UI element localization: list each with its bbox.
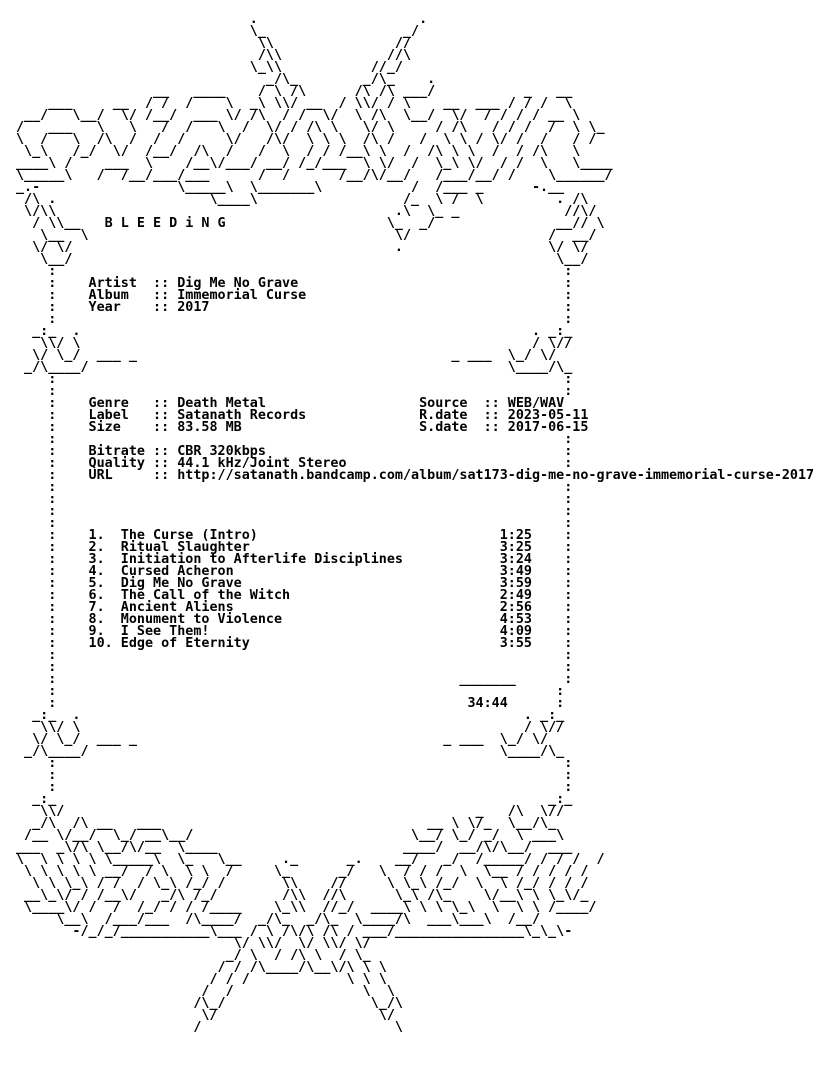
- nfo-line: : :: [16, 372, 573, 387]
- nfo-line: /\ . \____\ /_ \ / \ . /\: [16, 192, 589, 207]
- nfo-line: \_\\ //_/: [16, 60, 403, 75]
- nfo-line: : Year :: 2017 :: [16, 300, 573, 315]
- nfo-line: : :: [16, 684, 565, 699]
- nfo-line: : :: [16, 492, 573, 507]
- nfo-line: : :: [16, 384, 573, 399]
- nfo-line: : :: [16, 504, 573, 519]
- nfo-line: \\ //: [16, 36, 412, 51]
- nfo-line: -/_/_/___________\___ / \ /\/\ /\ / ___/…: [16, 924, 573, 939]
- nfo-line: : :: [16, 756, 573, 771]
- nfo-line: /__ \/__/ \_/ __\__/ \__/ \_/ _/ \ ___\: [16, 828, 565, 843]
- nfo-line: / / / \ \ \: [16, 972, 387, 987]
- nfo-line: : 10. Edge of Eternity 3:55 :: [16, 636, 573, 651]
- nfo-line: \ \ \ \ \ __/ / \ \ \ / \_ _/ \ / / / \ …: [16, 864, 589, 879]
- nfo-line: \\/ _ /\ \//: [16, 804, 565, 819]
- nfo-line: \ / \ /\ / / / \/ /\/ \ \ \ /\ / / \ \ /…: [16, 132, 597, 147]
- nfo-line: : 34:44 :: [16, 696, 565, 711]
- nfo-line: : _______ :: [16, 672, 573, 687]
- nfo-line: : Size :: 83.58 MB S.date :: 2017-06-15: [16, 420, 589, 435]
- nfo-line: _:_ . . _:_: [16, 708, 565, 723]
- nfo-line: _/\_ _/\_ .: [16, 72, 436, 87]
- nfo-line: ____\ / ___ \ /__\/___/ __/ /_/___ \ \/ …: [16, 156, 613, 171]
- nfo-line: : 5. Dig Me No Grave 3:59 :: [16, 576, 573, 591]
- nfo-line: __/ \__/ \/ /__/ ___ \/ /\ / / \/ \ /\ \…: [16, 108, 581, 123]
- nfo-line: \_____\ / /__/___/___ / / /__/\/__/ /___…: [16, 168, 613, 183]
- nfo-line: : 9. I See Them! 4:09 :: [16, 624, 573, 639]
- nfo-line: : 1. The Curse (Intro) 1:25 :: [16, 528, 573, 543]
- nfo-line: : Bitrate :: CBR 320kbps :: [16, 444, 573, 459]
- nfo-line: : Label :: Satanath Records R.date :: 20…: [16, 408, 589, 423]
- nfo-line: : 4. Cursed Acheron 3:49 :: [16, 564, 573, 579]
- nfo-line: : :: [16, 648, 573, 663]
- nfo-line: \__ \ \/ / __/: [16, 228, 597, 243]
- nfo-line: : Artist :: Dig Me No Grave :: [16, 276, 573, 291]
- nfo-line: : 8. Monument to Violence 4:53 :: [16, 612, 573, 627]
- nfo-line: \/ \/ . \/ \/: [16, 240, 589, 255]
- nfo-line: / / /\____/\__\/\ \ \: [16, 960, 387, 975]
- nfo-line: /\_/ \_/\: [16, 996, 403, 1011]
- nfo-line: /\\ //\: [16, 48, 412, 63]
- nfo-line: \ \ \_\ / / / \_\ /_/ / \\ // \ \_\ /_/ …: [16, 876, 589, 891]
- nfo-line: : 3. Initiation to Afterlife Disciplines…: [16, 552, 573, 567]
- nfo-line: : :: [16, 768, 573, 783]
- nfo-line: \____\/ / / /_/ / / /____ \_\\ //_/ ____…: [16, 900, 597, 915]
- nfo-line: : :: [16, 264, 573, 279]
- nfo-line: : 7. Ancient Aliens 2:56 :: [16, 600, 573, 615]
- nfo-line: : :: [16, 480, 573, 495]
- nfo-line: \__\ /___/___ /\____/ _/\_ _/\_ \____/\ …: [16, 912, 541, 927]
- nfo-line: / / \ \: [16, 984, 395, 999]
- nfo-line: : 6. The Call of the Witch 2:49 :: [16, 588, 573, 603]
- nfo-line: : :: [16, 780, 573, 795]
- nfo-line: \__/ \__/: [16, 252, 589, 267]
- nfo-line: / ___ \ \ / / \ / \/ / /\ \ \/ \ / /\ / …: [16, 120, 605, 135]
- nfo-line: \_ _/: [16, 24, 420, 39]
- nfo-line: __ ____ / \ /\ /\ /\ ___/ _ __: [16, 84, 573, 99]
- nfo-line: _/\____/ \____/\_: [16, 360, 573, 375]
- nfo-line: : Quality :: 44.1 kHz/Joint Stereo :: [16, 456, 573, 471]
- nfo-line: \/ \_/ ___ _ _ ___ \_/ \/: [16, 348, 557, 363]
- nfo-line: : :: [16, 312, 573, 327]
- nfo-line: : Genre :: Death Metal Source :: WEB/WAV: [16, 396, 565, 411]
- nfo-line: __\_\/ / /__\/ _/\ /_/ /\\ //\ \_\ /\_ \…: [16, 888, 589, 903]
- nfo-line: ___ __ / / / \ _\ \\/ __ / \\/ / \ __ __…: [16, 96, 573, 111]
- nfo-line: : URL :: http://satanath.bandcamp.com/al…: [16, 468, 815, 483]
- nfo-line: : :: [16, 432, 573, 447]
- nfo-line: . .: [16, 12, 428, 27]
- nfo-line: _.- \_____\ \_______\ / /___ _ -.__: [16, 180, 565, 195]
- nfo-line: _/\ /\ __ ___ __ \ \/_ \__/\_: [16, 816, 557, 831]
- nfo-line: \/ \/: [16, 1008, 395, 1023]
- nfo-line: : Album :: Immemorial Curse :: [16, 288, 573, 303]
- nfo-line: \/ \_/ ___ _ _ ___ \_/ \/: [16, 732, 549, 747]
- nfo-line: \_\ /_/ \/ /__/ /\ / / \ / / /__\ \ / /\…: [16, 144, 581, 159]
- nfo-line: \\/ \ / \//: [16, 720, 565, 735]
- nfo-line: / \\__ B L E E D i N G \_ _/ __// \: [16, 216, 605, 231]
- nfo-line: _/\____/ \____/\_: [16, 744, 565, 759]
- nfo-line: / \: [16, 1020, 403, 1035]
- nfo-line: \\/ \ / \//: [16, 336, 573, 351]
- nfo-line: : 2. Ritual Slaughter 3:25 :: [16, 540, 573, 555]
- nfo-line: : :: [16, 516, 573, 531]
- nfo-line: _:_ _:_: [16, 792, 573, 807]
- nfo-line: ___ _\/\ \__/\/__ \____ ____/ __/\/\__/ …: [16, 840, 573, 855]
- nfo-line: \ \ \ \ \ \_____\ \_ \__ ._ _. __/ _/ /_…: [16, 852, 605, 867]
- nfo-ascii-art: . . \_ _/ \\ // /\\ //\ \: [16, 12, 815, 1035]
- nfo-line: \/\\ .\ \_ _ //\/: [16, 204, 597, 219]
- nfo-line: \/ \\/ \/ \\/ \/: [16, 936, 371, 951]
- nfo-line: : :: [16, 660, 573, 675]
- nfo-line: _:_ . . _:_: [16, 324, 573, 339]
- nfo-line: _/ \ / /\ \ / \_: [16, 948, 371, 963]
